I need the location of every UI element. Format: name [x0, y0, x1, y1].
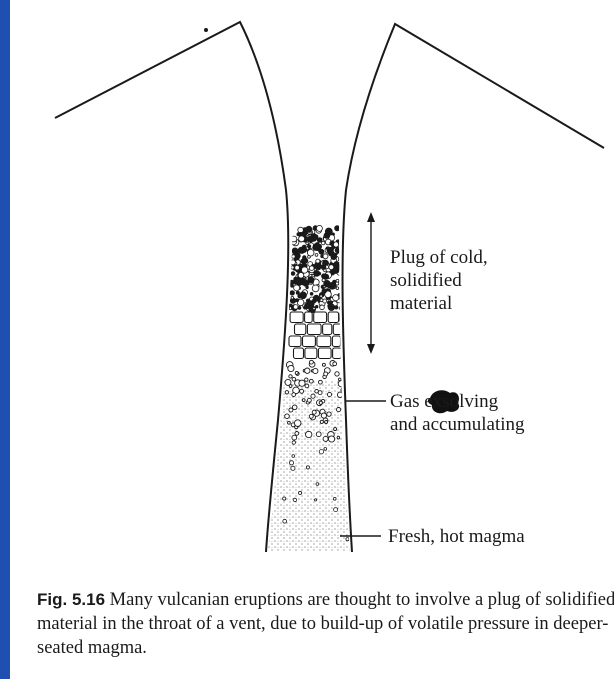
left-flank-line	[55, 22, 288, 552]
plug-label-line-1: Plug of cold,	[390, 246, 488, 269]
plug-label: Plug of cold, solidified material	[390, 246, 488, 315]
plug-label-line-3: material	[390, 292, 488, 315]
gas-label: Gas exsolving and accumulating	[390, 390, 525, 436]
plug-blocks	[289, 312, 355, 359]
caption-text: Many vulcanian eruptions are thought to …	[37, 590, 614, 658]
gas-label-line-1: Gas exsolving	[390, 390, 525, 413]
gas-label-line-2: and accumulating	[390, 413, 525, 436]
volcano-vent-diagram	[10, 0, 614, 679]
plug-label-line-2: solidified	[390, 269, 488, 292]
plug-rubble	[289, 225, 344, 312]
magma-label: Fresh, hot magma	[388, 525, 525, 548]
figure-caption: Fig. 5.16 Many vulcanian eruptions are t…	[37, 588, 614, 660]
figure-panel: Plug of cold, solidified material Gas ex…	[10, 0, 614, 679]
figure-number: Fig. 5.16	[37, 590, 105, 609]
plug-extent-arrow	[367, 212, 375, 354]
summit-dot	[204, 28, 208, 32]
